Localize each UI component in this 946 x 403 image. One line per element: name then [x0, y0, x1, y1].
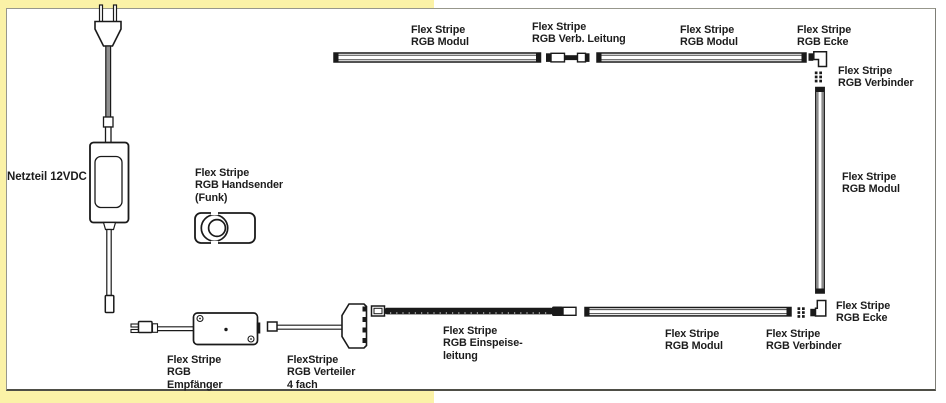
mains-plug-icon [94, 4, 122, 144]
verteiler-device [341, 303, 368, 349]
receiver-output-cable [266, 321, 342, 332]
label-empfaenger: Flex Stripe RGB Empfänger [167, 354, 223, 391]
label-verbinder-top: Flex Stripe RGB Verbinder [838, 65, 914, 90]
label-verteiler: FlexStripe RGB Verteiler 4 fach [287, 354, 356, 391]
netzteil-device [89, 141, 130, 314]
label-modul-bottom: Flex Stripe RGB Modul [665, 328, 723, 353]
empfaenger-device [130, 312, 261, 346]
label-ecke-bottom: Flex Stripe RGB Ecke [836, 300, 891, 325]
rgb-modul-strip-right [815, 86, 825, 294]
label-netzteil: Netzteil 12VDC [7, 171, 87, 183]
label-modul-right: Flex Stripe RGB Modul [842, 171, 900, 196]
rgb-modul-strip-top-left [333, 52, 542, 63]
rgb-modul-strip-bottom [584, 306, 792, 317]
label-modul-top-right: Flex Stripe RGB Modul [680, 24, 738, 49]
rgb-ecke-corner-top [808, 51, 828, 68]
einspeiseleitung-cable [370, 305, 577, 317]
label-modul-top-left: Flex Stripe RGB Modul [411, 24, 469, 49]
label-verb-leitung: Flex Stripe RGB Verb. Leitung [532, 21, 626, 46]
handsender-device [194, 211, 256, 245]
label-verbinder-bottom: Flex Stripe RGB Verbinder [766, 328, 842, 353]
label-einspeiseleitung: Flex Stripe RGB Einspeise- leitung [443, 325, 523, 362]
rgb-modul-strip-top-right [596, 52, 807, 63]
rgb-verbinder-bottom [797, 307, 805, 318]
rgb-verbinder-top [814, 71, 822, 83]
label-ecke-top: Flex Stripe RGB Ecke [797, 24, 852, 49]
verb-leitung-connector [546, 52, 590, 63]
label-handsender: Flex Stripe RGB Handsender (Funk) [195, 167, 283, 204]
rgb-ecke-corner-bottom [810, 299, 827, 317]
